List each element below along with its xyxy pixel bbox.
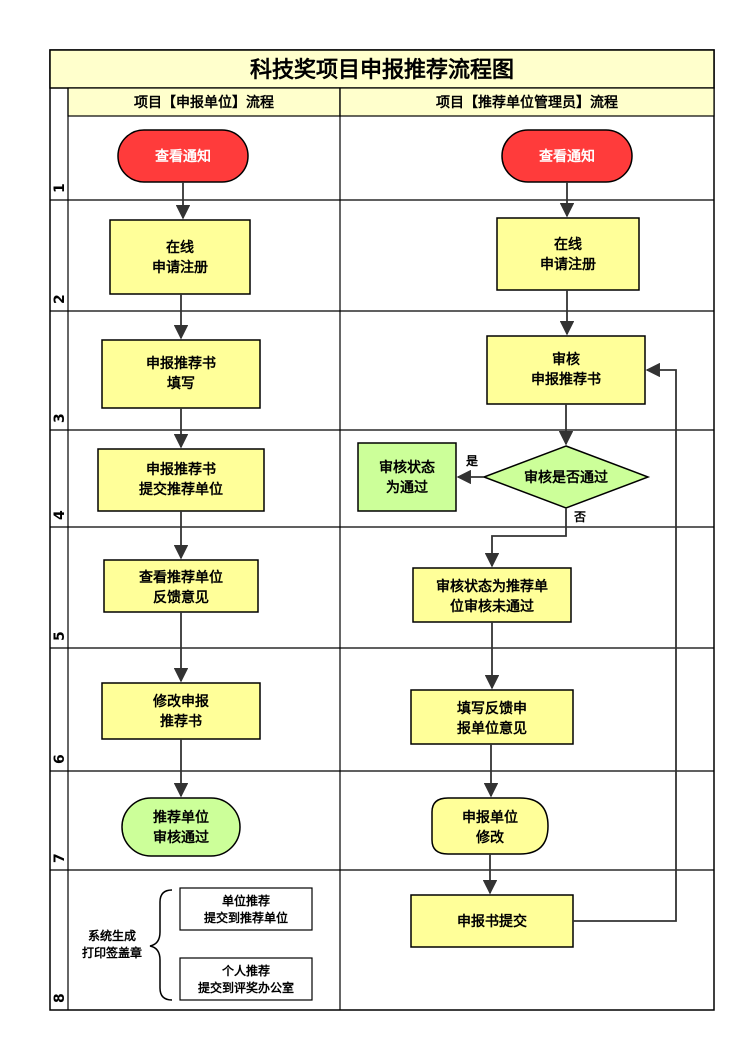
left-register-line1: 在线: [166, 239, 194, 256]
row-number-5: 5: [52, 631, 68, 641]
left-view-notice-label: 查看通知: [155, 148, 211, 165]
no-label: 否: [573, 510, 586, 524]
right-fill-feedback-line1: 填写反馈申: [457, 700, 527, 717]
right-review-node: [486, 335, 646, 405]
unit-recommend-line1: 单位推荐: [222, 893, 270, 908]
right-status-pass-line2: 为通过: [386, 479, 428, 496]
row-number-3: 3: [52, 413, 68, 423]
row-number-2: 2: [52, 294, 68, 304]
left-view-feedback-line2: 反馈意见: [153, 589, 209, 606]
row-number-6: 6: [52, 754, 68, 764]
left-submit-book-line1: 申报推荐书: [146, 461, 216, 478]
yes-label: 是: [465, 454, 479, 468]
right-status-fail-line1: 审核状态为推荐单: [436, 578, 548, 595]
print-section-brace: [149, 889, 173, 1001]
left-view-feedback-node: [103, 559, 259, 613]
diagram-frame: [49, 49, 715, 1011]
left-approved-line2: 审核通过: [153, 829, 209, 846]
print-section-line2: 打印签盖章: [82, 945, 142, 960]
left-submit-book-node: [97, 448, 265, 512]
right-register-node: [496, 217, 640, 291]
left-modify-node: [101, 682, 261, 740]
left-approved-line1: 推荐单位: [153, 809, 209, 826]
left-fill-book-line2: 填写: [167, 375, 195, 392]
row-separators: [50, 199, 714, 871]
unit-recommend-box: [179, 887, 313, 931]
right-unit-modify-line2: 修改: [475, 829, 505, 846]
lane-header-left: [67, 87, 341, 117]
row-number-7: 7: [52, 853, 68, 863]
right-status-pass-line1: 审核状态: [379, 459, 435, 476]
right-register-line2: 申请注册: [540, 256, 596, 273]
right-submit-label: 申报书提交: [457, 913, 527, 930]
left-register-node: [109, 219, 251, 295]
left-modify-line2: 推荐书: [160, 713, 202, 730]
left-modify-line1: 修改申报: [152, 693, 209, 710]
left-register-line2: 申请注册: [152, 259, 208, 276]
row-number-8: 8: [52, 993, 68, 1003]
right-lane-arrows: [456, 182, 677, 922]
right-fill-feedback-line2: 报单位意见: [457, 720, 527, 737]
right-fill-feedback-node: [410, 689, 574, 745]
left-lane-arrows: [173, 182, 191, 798]
left-approved-node: [121, 797, 241, 857]
right-decision-label: 审核是否通过: [524, 469, 608, 486]
right-status-pass-node: [357, 442, 457, 512]
right-unit-modify-node: [431, 797, 549, 855]
left-view-feedback-line1: 查看推荐单位: [139, 569, 223, 586]
left-submit-book-line2: 提交推荐单位: [139, 481, 223, 498]
title-bar: [49, 49, 715, 89]
left-fill-book-node: [101, 339, 261, 409]
personal-recommend-line1: 个人推荐: [221, 963, 270, 978]
right-view-notice-label: 查看通知: [539, 148, 595, 165]
right-register-line1: 在线: [554, 236, 582, 253]
personal-recommend-line2: 提交到评奖办公室: [198, 980, 294, 995]
right-submit-node: [410, 894, 574, 948]
left-fill-book-line1: 申报推荐书: [146, 355, 216, 372]
lane-left-label: 项目【申报单位】流程: [134, 94, 274, 111]
row-number-1: 1: [52, 183, 68, 193]
right-status-fail-line2: 位审核未通过: [450, 598, 534, 615]
right-review-line1: 审核: [552, 351, 580, 368]
lane-right-label: 项目【推荐单位管理员】流程: [436, 94, 618, 111]
unit-recommend-line2: 提交到推荐单位: [204, 910, 288, 925]
print-section-line1: 系统生成: [88, 928, 136, 943]
right-review-line2: 申报推荐书: [531, 371, 601, 388]
personal-recommend-box: [179, 957, 313, 1001]
right-unit-modify-line1: 申报单位: [462, 809, 518, 826]
diagram-title: 科技奖项目申报推荐流程图: [250, 57, 514, 83]
row-number-4: 4: [52, 510, 68, 520]
lane-header-right: [339, 87, 715, 117]
